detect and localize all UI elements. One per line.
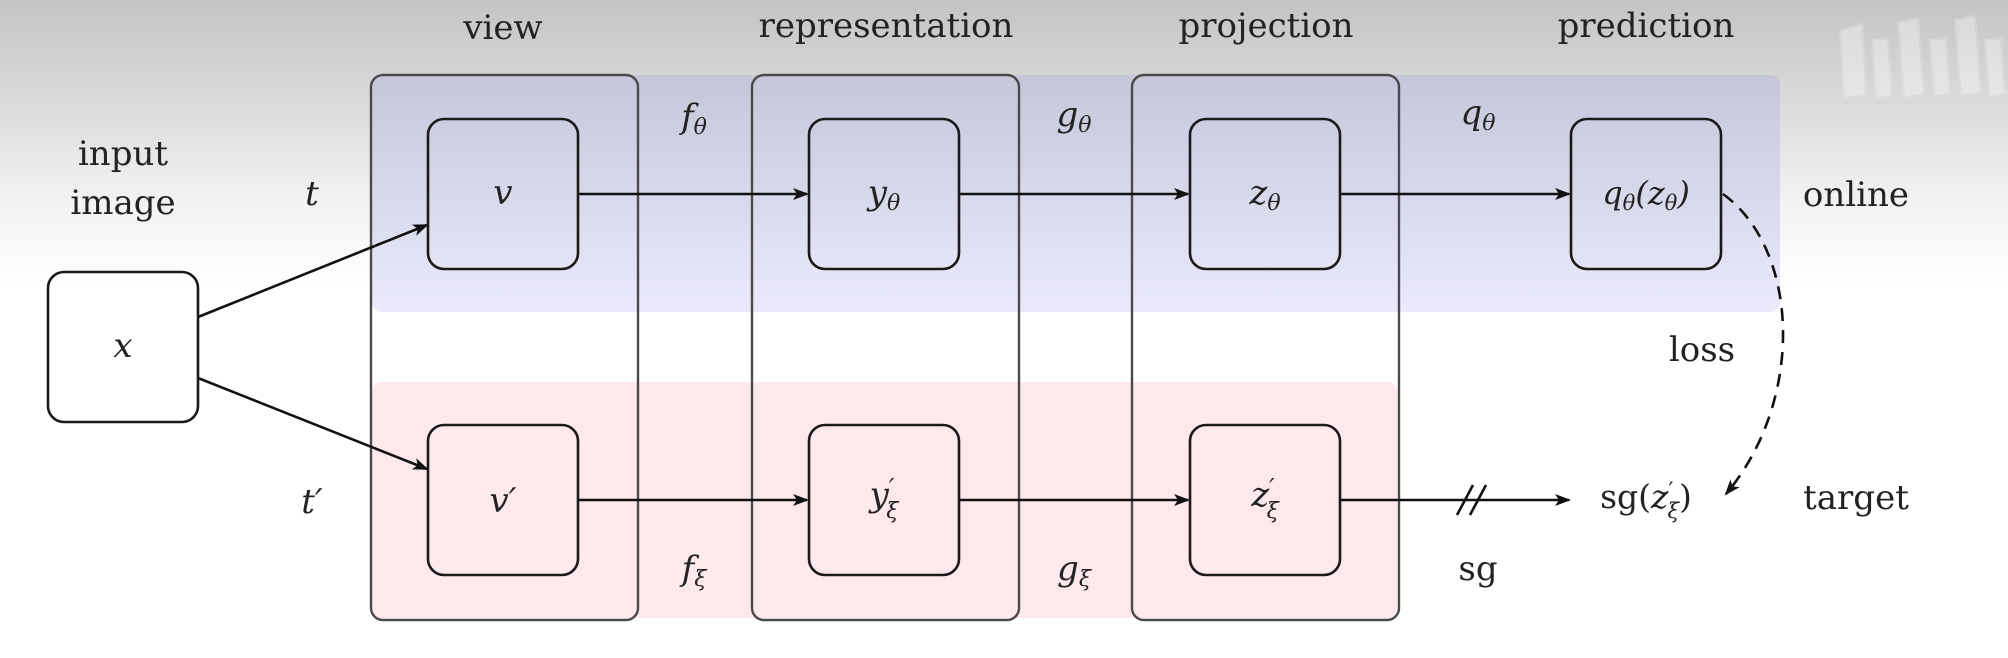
target-row-label: target <box>1803 478 1909 518</box>
header-projection: projection <box>1178 6 1353 46</box>
representation-column <box>750 73 1021 622</box>
header-representation: representation <box>759 6 1014 46</box>
projection-column <box>1130 73 1401 622</box>
target-band <box>372 382 1397 618</box>
online-q-label: qθ <box>1460 93 1495 136</box>
online-projection-label: zθ <box>1248 173 1280 216</box>
online-augmentation-label: t <box>305 174 319 214</box>
input-label-line1: input <box>78 134 168 174</box>
loss-label: loss <box>1669 330 1735 370</box>
target-sg-output: sg(z′ξ) <box>1600 477 1692 523</box>
watermark-logo <box>1838 14 2007 100</box>
target-augmentation-label: t′ <box>301 482 323 522</box>
online-prediction-label: qθ(zθ) <box>1602 174 1690 215</box>
online-representation-label: yθ <box>866 173 900 216</box>
header-prediction: prediction <box>1558 6 1735 46</box>
header-view: view <box>462 8 542 48</box>
stop-gradient-marks <box>1455 484 1488 516</box>
input-label-line2: image <box>70 183 175 223</box>
target-representation-label: y′ξ <box>868 474 901 524</box>
arrow-x-to-v <box>197 223 429 319</box>
input-node-label: x <box>113 326 132 366</box>
online-row-label: online <box>1803 175 1909 215</box>
target-sg-label: sg <box>1458 549 1497 589</box>
target-view-label: v′ <box>490 481 517 521</box>
input-node: x <box>46 270 200 424</box>
target-projection-label: z′ξ <box>1250 474 1280 524</box>
online-view-label: v <box>493 173 512 213</box>
target-g-label: gξ <box>1057 549 1093 592</box>
view-column <box>369 73 640 622</box>
online-g-label: gθ <box>1056 95 1091 138</box>
arrow-x-to-v-prime <box>197 376 429 471</box>
online-prediction-node: qθ(zθ) <box>1569 117 1723 271</box>
